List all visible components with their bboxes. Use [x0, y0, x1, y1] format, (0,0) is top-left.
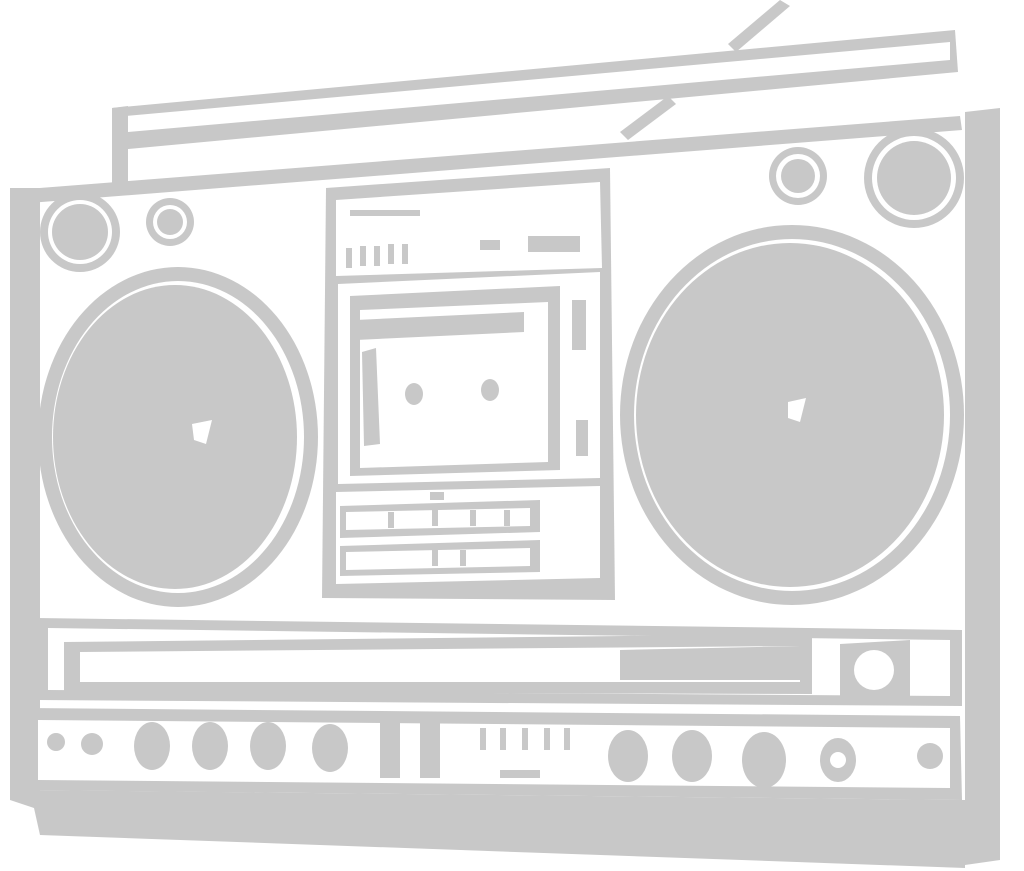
- tuner-strip: [36, 618, 962, 706]
- right-tweeters: [769, 128, 964, 228]
- carry-handle: [112, 30, 958, 188]
- left-tweeters: [40, 192, 194, 272]
- antenna: [620, 0, 790, 140]
- right-speaker: [620, 225, 964, 605]
- control-knobs: [26, 708, 962, 800]
- body-shadow: [10, 108, 1000, 868]
- cassette-deck: [322, 168, 615, 600]
- left-speaker: [38, 267, 318, 607]
